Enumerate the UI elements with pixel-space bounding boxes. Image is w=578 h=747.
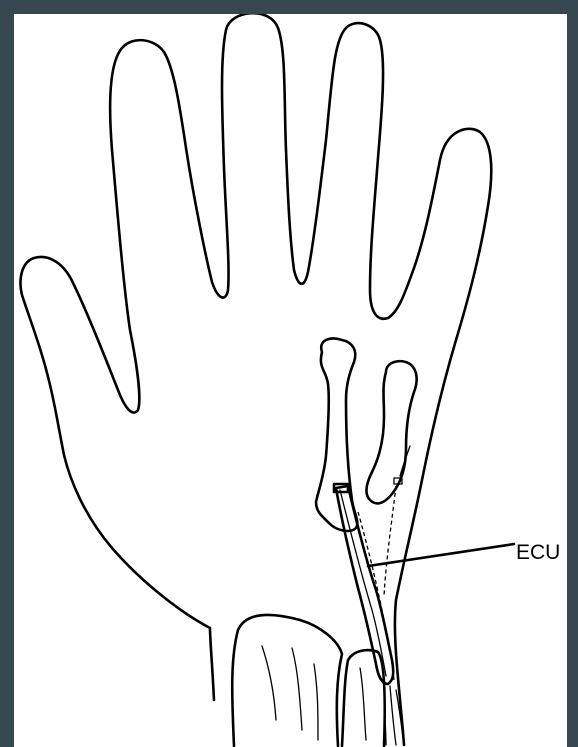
figure-panel: ECU — [14, 14, 567, 747]
ulna-texture — [360, 668, 366, 740]
hand-illustration: ECU — [14, 14, 567, 747]
metacarpal-bone-right — [366, 361, 416, 503]
tendon-course-dashed-2 — [384, 486, 396, 596]
radius-texture-1 — [262, 646, 276, 720]
radius-texture-2 — [292, 648, 302, 730]
radius-bone — [232, 615, 342, 746]
hand-outline — [21, 14, 492, 745]
forearm-fiber-1 — [390, 686, 396, 745]
ecu-label: ECU — [516, 541, 560, 564]
ecu-leader-line — [368, 544, 514, 566]
tendon-course-dashed-1 — [358, 512, 394, 680]
ecu-tendon-inner-line — [340, 490, 386, 676]
radius-texture-3 — [314, 664, 318, 740]
